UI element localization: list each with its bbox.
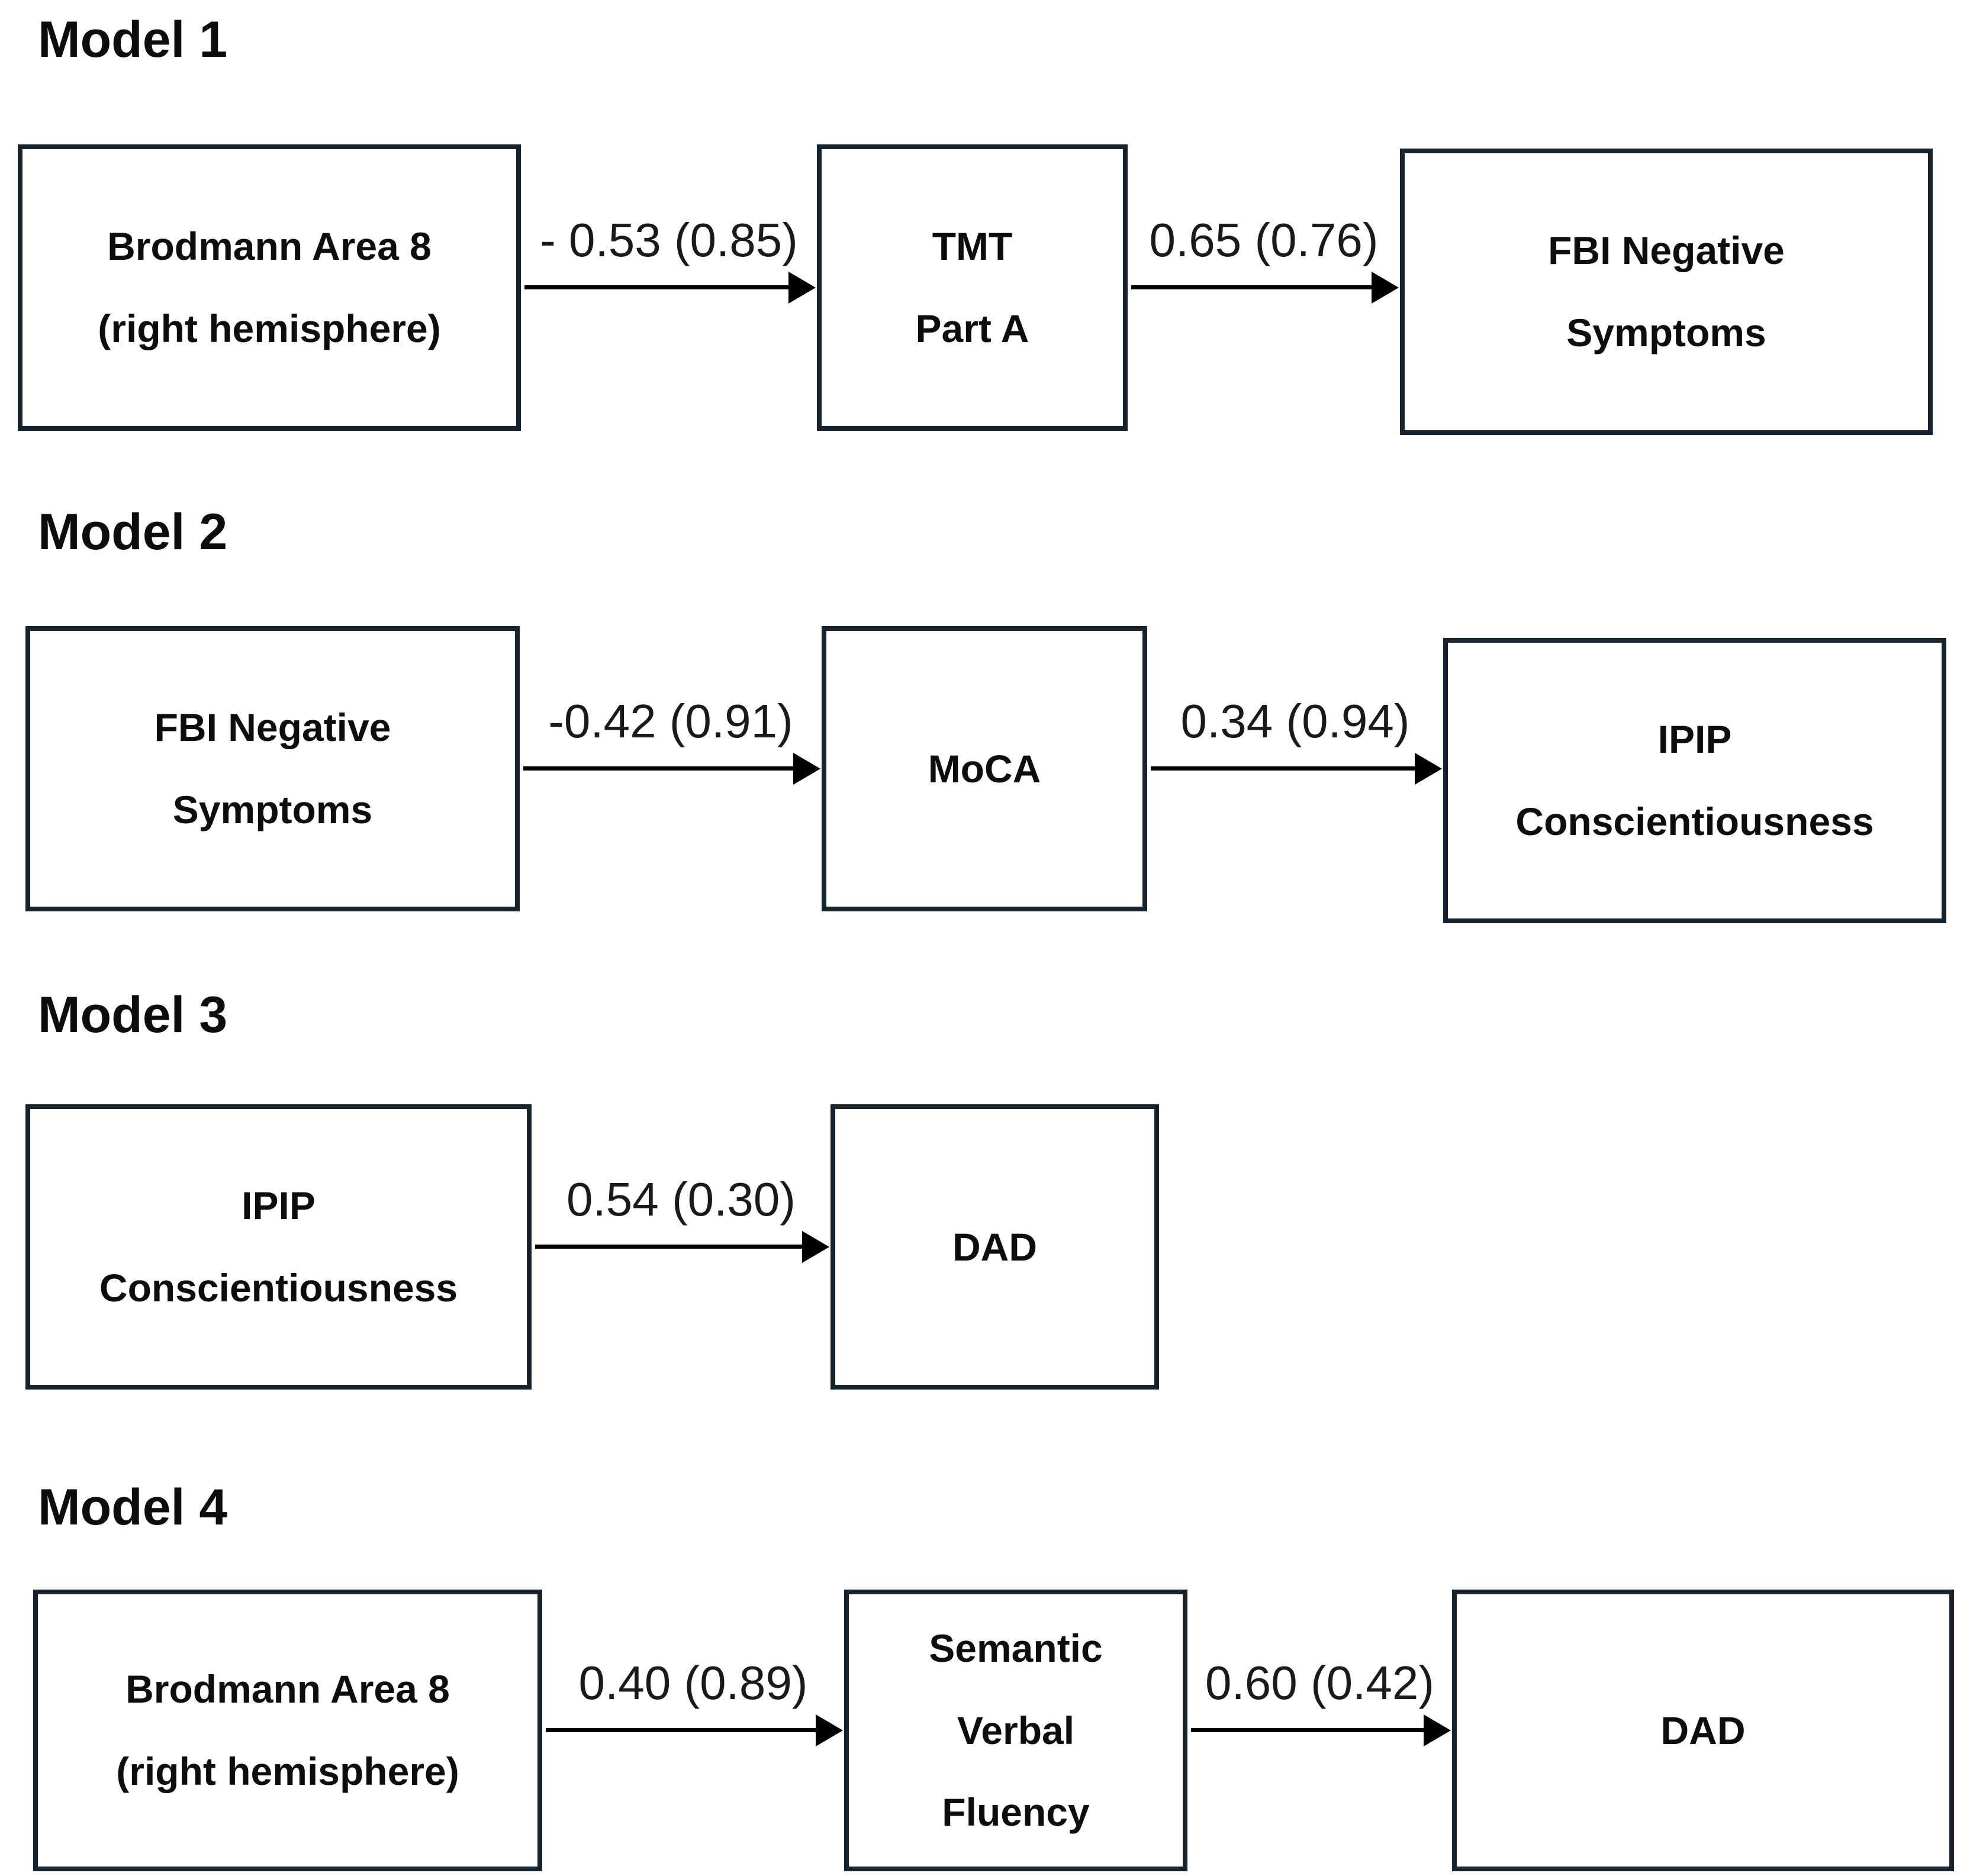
node-label-line: DAD bbox=[1660, 1708, 1746, 1752]
node-label-line: Semantic bbox=[929, 1626, 1103, 1671]
arrow-head-icon bbox=[802, 1230, 829, 1263]
model-4-row: Brodmann Area 8 (right hemisphere) 0.40 … bbox=[33, 1590, 1954, 1871]
arrow-line bbox=[1191, 1714, 1451, 1746]
path-arrow-fluency-to-dad: 0.60 (0.42) bbox=[1187, 1590, 1452, 1871]
node-label-line: FBI Negative bbox=[1548, 228, 1785, 273]
arrow-head-icon bbox=[1424, 1714, 1451, 1746]
node-label-line: Fluency bbox=[942, 1790, 1090, 1835]
node-semantic-verbal-fluency: Semantic Verbal Fluency bbox=[844, 1590, 1187, 1871]
node-fbi-negative-symptoms: FBI Negative Symptoms bbox=[1400, 149, 1933, 435]
node-brodmann-area-8: Brodmann Area 8 (right hemisphere) bbox=[18, 144, 521, 431]
path-coefficient-label: 0.40 (0.89) bbox=[578, 1656, 808, 1709]
model-2-row: FBI Negative Symptoms -0.42 (0.91) MoCA … bbox=[25, 626, 1949, 923]
path-coefficient-label: 0.65 (0.76) bbox=[1149, 214, 1379, 266]
node-fbi-negative-symptoms: FBI Negative Symptoms bbox=[25, 626, 520, 911]
path-arrow-fbi-to-moca: -0.42 (0.91) bbox=[520, 626, 822, 911]
arrow-head-icon bbox=[788, 271, 816, 304]
node-ipip-conscientiousness: IPIP Conscientiousness bbox=[1443, 638, 1946, 923]
arrow-line bbox=[523, 752, 820, 785]
path-coefficient-label: - 0.53 (0.85) bbox=[540, 214, 798, 266]
path-arrow-ipip-to-dad: 0.54 (0.30) bbox=[532, 1104, 831, 1390]
node-tmt-part-a: TMT Part A bbox=[817, 144, 1128, 431]
arrow-line bbox=[535, 1230, 829, 1263]
model-3-title: Model 3 bbox=[38, 987, 228, 1043]
arrow-head-icon bbox=[816, 1714, 843, 1746]
node-ipip-conscientiousness: IPIP Conscientiousness bbox=[25, 1104, 532, 1390]
arrow-line bbox=[1131, 271, 1399, 304]
node-label-line: IPIP bbox=[242, 1184, 316, 1228]
node-label-line: (right hemisphere) bbox=[98, 307, 441, 350]
path-arrow-brodmann-to-tmt: - 0.53 (0.85) bbox=[521, 144, 817, 431]
node-label-line: Brodmann Area 8 bbox=[107, 224, 432, 269]
node-label-line: Verbal bbox=[957, 1708, 1075, 1752]
arrow-line bbox=[1151, 752, 1442, 785]
model-1-row: Brodmann Area 8 (right hemisphere) - 0.5… bbox=[18, 144, 1952, 435]
node-label-line: FBI Negative bbox=[154, 705, 391, 750]
path-coefficient-label: -0.42 (0.91) bbox=[548, 695, 793, 747]
node-label-line: TMT bbox=[932, 224, 1013, 269]
node-dad: DAD bbox=[1452, 1590, 1954, 1871]
arrow-head-icon bbox=[1415, 752, 1442, 785]
path-coefficient-label: 0.54 (0.30) bbox=[566, 1173, 796, 1226]
path-arrow-tmt-to-fbi: 0.65 (0.76) bbox=[1128, 144, 1400, 431]
node-brodmann-area-8: Brodmann Area 8 (right hemisphere) bbox=[33, 1590, 542, 1871]
node-label-line: Symptoms bbox=[172, 788, 373, 831]
path-coefficient-label: 0.60 (0.42) bbox=[1205, 1656, 1434, 1709]
path-arrow-brodmann-to-fluency: 0.40 (0.89) bbox=[542, 1590, 844, 1871]
node-moca: MoCA bbox=[822, 626, 1147, 911]
node-label-line: IPIP bbox=[1657, 717, 1732, 762]
node-label-line: MoCA bbox=[928, 746, 1041, 791]
path-arrow-moca-to-ipip: 0.34 (0.94) bbox=[1147, 626, 1443, 911]
node-dad: DAD bbox=[831, 1104, 1159, 1390]
model-4-title: Model 4 bbox=[38, 1479, 228, 1536]
arrow-head-icon bbox=[1372, 271, 1399, 304]
node-label-line: Conscientiousness bbox=[99, 1266, 458, 1310]
arrow-line bbox=[524, 271, 816, 304]
node-label-line: Brodmann Area 8 bbox=[125, 1667, 450, 1711]
node-label-line: (right hemisphere) bbox=[116, 1749, 459, 1793]
arrow-line bbox=[546, 1714, 843, 1746]
node-label-line: Conscientiousness bbox=[1515, 800, 1874, 843]
arrow-head-icon bbox=[793, 752, 820, 785]
model-3-row: IPIP Conscientiousness 0.54 (0.30) DAD bbox=[25, 1104, 1159, 1390]
node-label-line: Part A bbox=[915, 307, 1029, 350]
model-2-title: Model 2 bbox=[38, 504, 228, 560]
path-coefficient-label: 0.34 (0.94) bbox=[1180, 695, 1410, 747]
model-1-title: Model 1 bbox=[38, 11, 228, 68]
node-label-line: Symptoms bbox=[1566, 311, 1766, 354]
node-label-line: DAD bbox=[952, 1224, 1037, 1269]
